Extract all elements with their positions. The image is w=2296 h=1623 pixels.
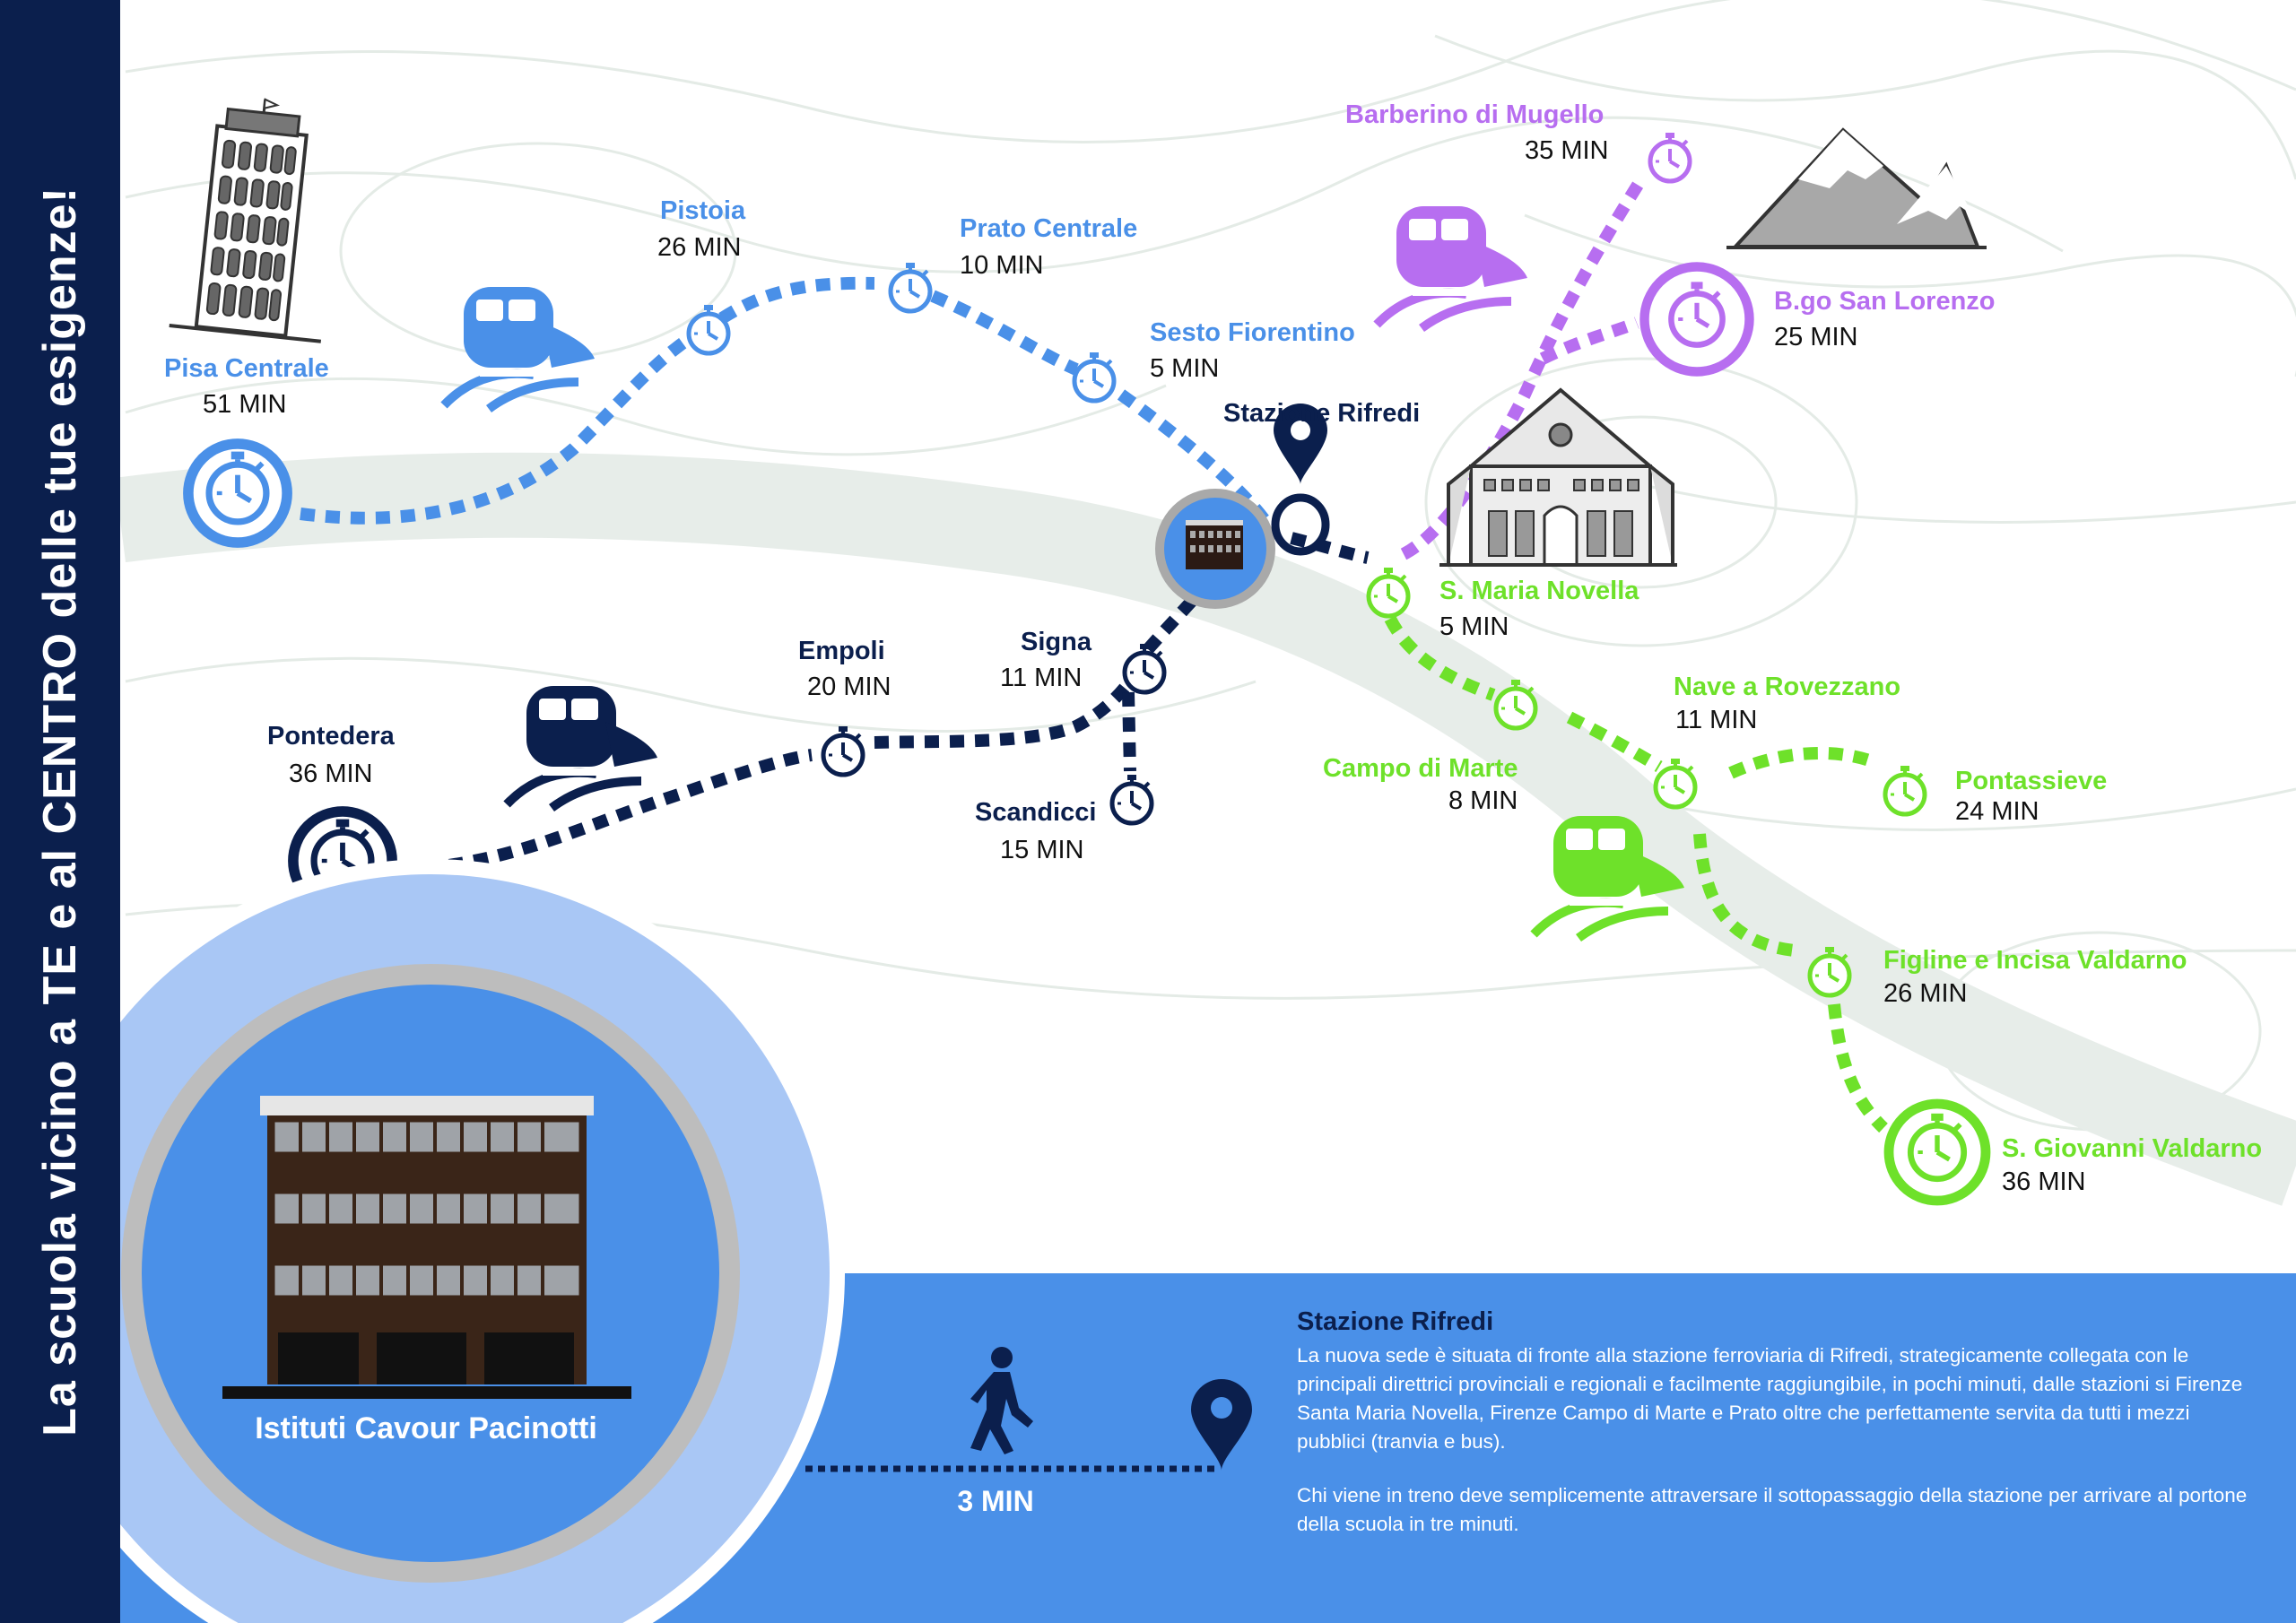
station-name: S. Giovanni Valdarno bbox=[2002, 1134, 2262, 1163]
line-smn-valdarno bbox=[1384, 615, 1888, 1133]
river-band bbox=[114, 452, 2296, 1206]
station-time: 36 MIN bbox=[2002, 1167, 2085, 1196]
station-name: Figline e Incisa Valdarno bbox=[1883, 946, 2187, 975]
stopwatch-icon bbox=[1883, 1098, 1991, 1206]
station-name: Scandicci bbox=[975, 798, 1096, 827]
station-name: B.go San Lorenzo bbox=[1774, 287, 1996, 316]
stopwatch-icon bbox=[1639, 262, 1754, 377]
church-icon bbox=[1439, 387, 1677, 567]
station-name: Pisa Centrale bbox=[164, 354, 329, 383]
stopwatch-icon bbox=[1125, 644, 1164, 692]
station-time: 11 MIN bbox=[1675, 706, 1757, 734]
train-icon bbox=[1377, 206, 1527, 328]
station-name: S. Maria Novella bbox=[1439, 577, 1639, 605]
station-time: 24 MIN bbox=[1955, 797, 2039, 826]
mountains-icon bbox=[1726, 127, 1987, 249]
station-time: 5 MIN bbox=[1439, 612, 1509, 641]
station-name: Campo di Marte bbox=[1323, 754, 1518, 783]
station-time: 20 MIN bbox=[807, 673, 891, 701]
station-time: 36 MIN bbox=[289, 759, 372, 788]
station-name: Pontassieve bbox=[1955, 767, 2107, 795]
station-time: 25 MIN bbox=[1774, 323, 1857, 352]
station-time: 11 MIN bbox=[1000, 664, 1082, 692]
headline: La scuola vicino a TE e al CENTRO delle … bbox=[34, 187, 86, 1436]
train-icon bbox=[444, 287, 595, 409]
hub-name: Stazione Rifredi bbox=[1223, 399, 1420, 428]
leaning-tower-icon bbox=[169, 98, 322, 343]
stopwatch-icon bbox=[823, 726, 863, 775]
sidebar: La scuola vicino a TE e al CENTRO delle … bbox=[0, 0, 120, 1623]
stopwatch-icon bbox=[1369, 568, 1408, 616]
station-name: Prato Centrale bbox=[960, 214, 1137, 243]
stopwatch-icon bbox=[1650, 133, 1690, 181]
station-time: 10 MIN bbox=[960, 251, 1043, 280]
location-pin-icon bbox=[1271, 404, 1330, 556]
station-time: 8 MIN bbox=[1448, 786, 1518, 815]
school-name: Istituti Cavour Pacinotti bbox=[255, 1411, 597, 1445]
hub-school-marker bbox=[1155, 489, 1275, 609]
station-name: Sesto Fiorentino bbox=[1150, 318, 1355, 347]
station-name: Nave a Rovezzano bbox=[1674, 673, 1900, 701]
stopwatch-icon bbox=[1074, 352, 1114, 401]
station-name: Pontedera bbox=[267, 722, 396, 751]
station-name: Barberino di Mugello bbox=[1345, 100, 1604, 129]
line-pontedera-rifredi bbox=[398, 532, 1370, 876]
station-time: 51 MIN bbox=[203, 390, 286, 419]
train-icon bbox=[507, 686, 657, 808]
line-barberino-rifredi bbox=[1400, 176, 1647, 560]
walk-time: 3 MIN bbox=[957, 1485, 1034, 1517]
info-paragraph: Chi viene in treno deve semplicemente at… bbox=[1297, 1484, 2248, 1535]
stopwatch-icon bbox=[1885, 766, 1925, 814]
station-time: 5 MIN bbox=[1150, 354, 1219, 383]
station-time: 35 MIN bbox=[1525, 136, 1608, 165]
station-time: 15 MIN bbox=[1000, 836, 1083, 864]
info-title: Stazione Rifredi bbox=[1297, 1307, 1494, 1336]
station-time: 26 MIN bbox=[657, 233, 741, 262]
line-pisa-rifredi bbox=[300, 276, 1270, 525]
stopwatch-icon bbox=[1112, 775, 1152, 823]
station-name: Empoli bbox=[798, 637, 885, 665]
location-pin-icon bbox=[1191, 1379, 1252, 1471]
info-paragraph: La nuova sede è situata di fronte alla s… bbox=[1297, 1344, 2243, 1453]
stopwatch-icon bbox=[1656, 759, 1695, 807]
stopwatch-icon bbox=[183, 438, 292, 548]
info-text-block: Stazione Rifredi La nuova sede è situata… bbox=[1297, 1307, 2257, 1564]
walking-icon bbox=[970, 1347, 1033, 1454]
station-name: Pistoia bbox=[660, 196, 746, 225]
station-time: 26 MIN bbox=[1883, 979, 1967, 1008]
station-name: Signa bbox=[1021, 628, 1092, 656]
school-building-icon bbox=[222, 1096, 631, 1399]
